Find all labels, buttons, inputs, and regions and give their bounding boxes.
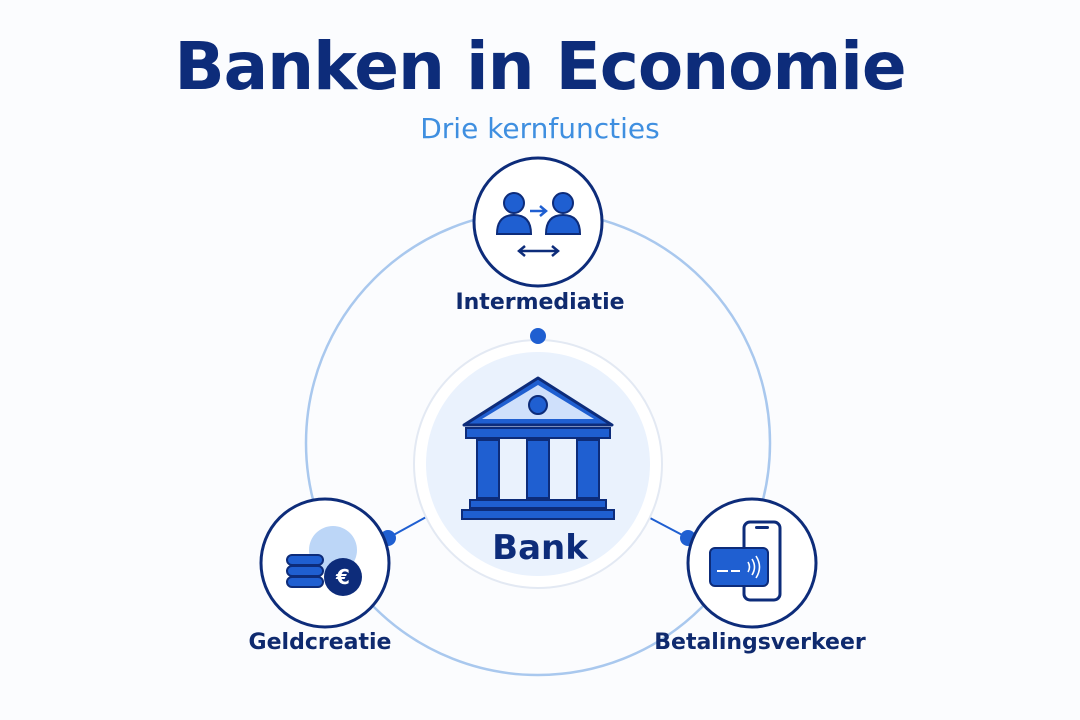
bank-building-icon xyxy=(461,376,615,520)
geldcreatie-node: € xyxy=(259,497,391,629)
intermediatie-node xyxy=(472,156,604,288)
intermediatie-label: Intermediatie xyxy=(455,290,625,315)
people-exchange-icon xyxy=(495,192,582,257)
page-subtitle: Drie kernfuncties xyxy=(420,112,660,145)
dot-intermediatie xyxy=(530,328,546,344)
coins-euro-icon: € xyxy=(286,526,362,596)
svg-text:€: € xyxy=(335,565,350,589)
betalingsverkeer-label: Betalingsverkeer xyxy=(654,630,866,655)
bank-node xyxy=(413,339,663,589)
card-phone-icon xyxy=(709,520,782,602)
betalingsverkeer-node xyxy=(686,497,818,629)
geldcreatie-label: Geldcreatie xyxy=(248,630,392,655)
bank-label: Bank xyxy=(492,528,588,568)
page-title: Banken in Economie xyxy=(174,28,906,105)
